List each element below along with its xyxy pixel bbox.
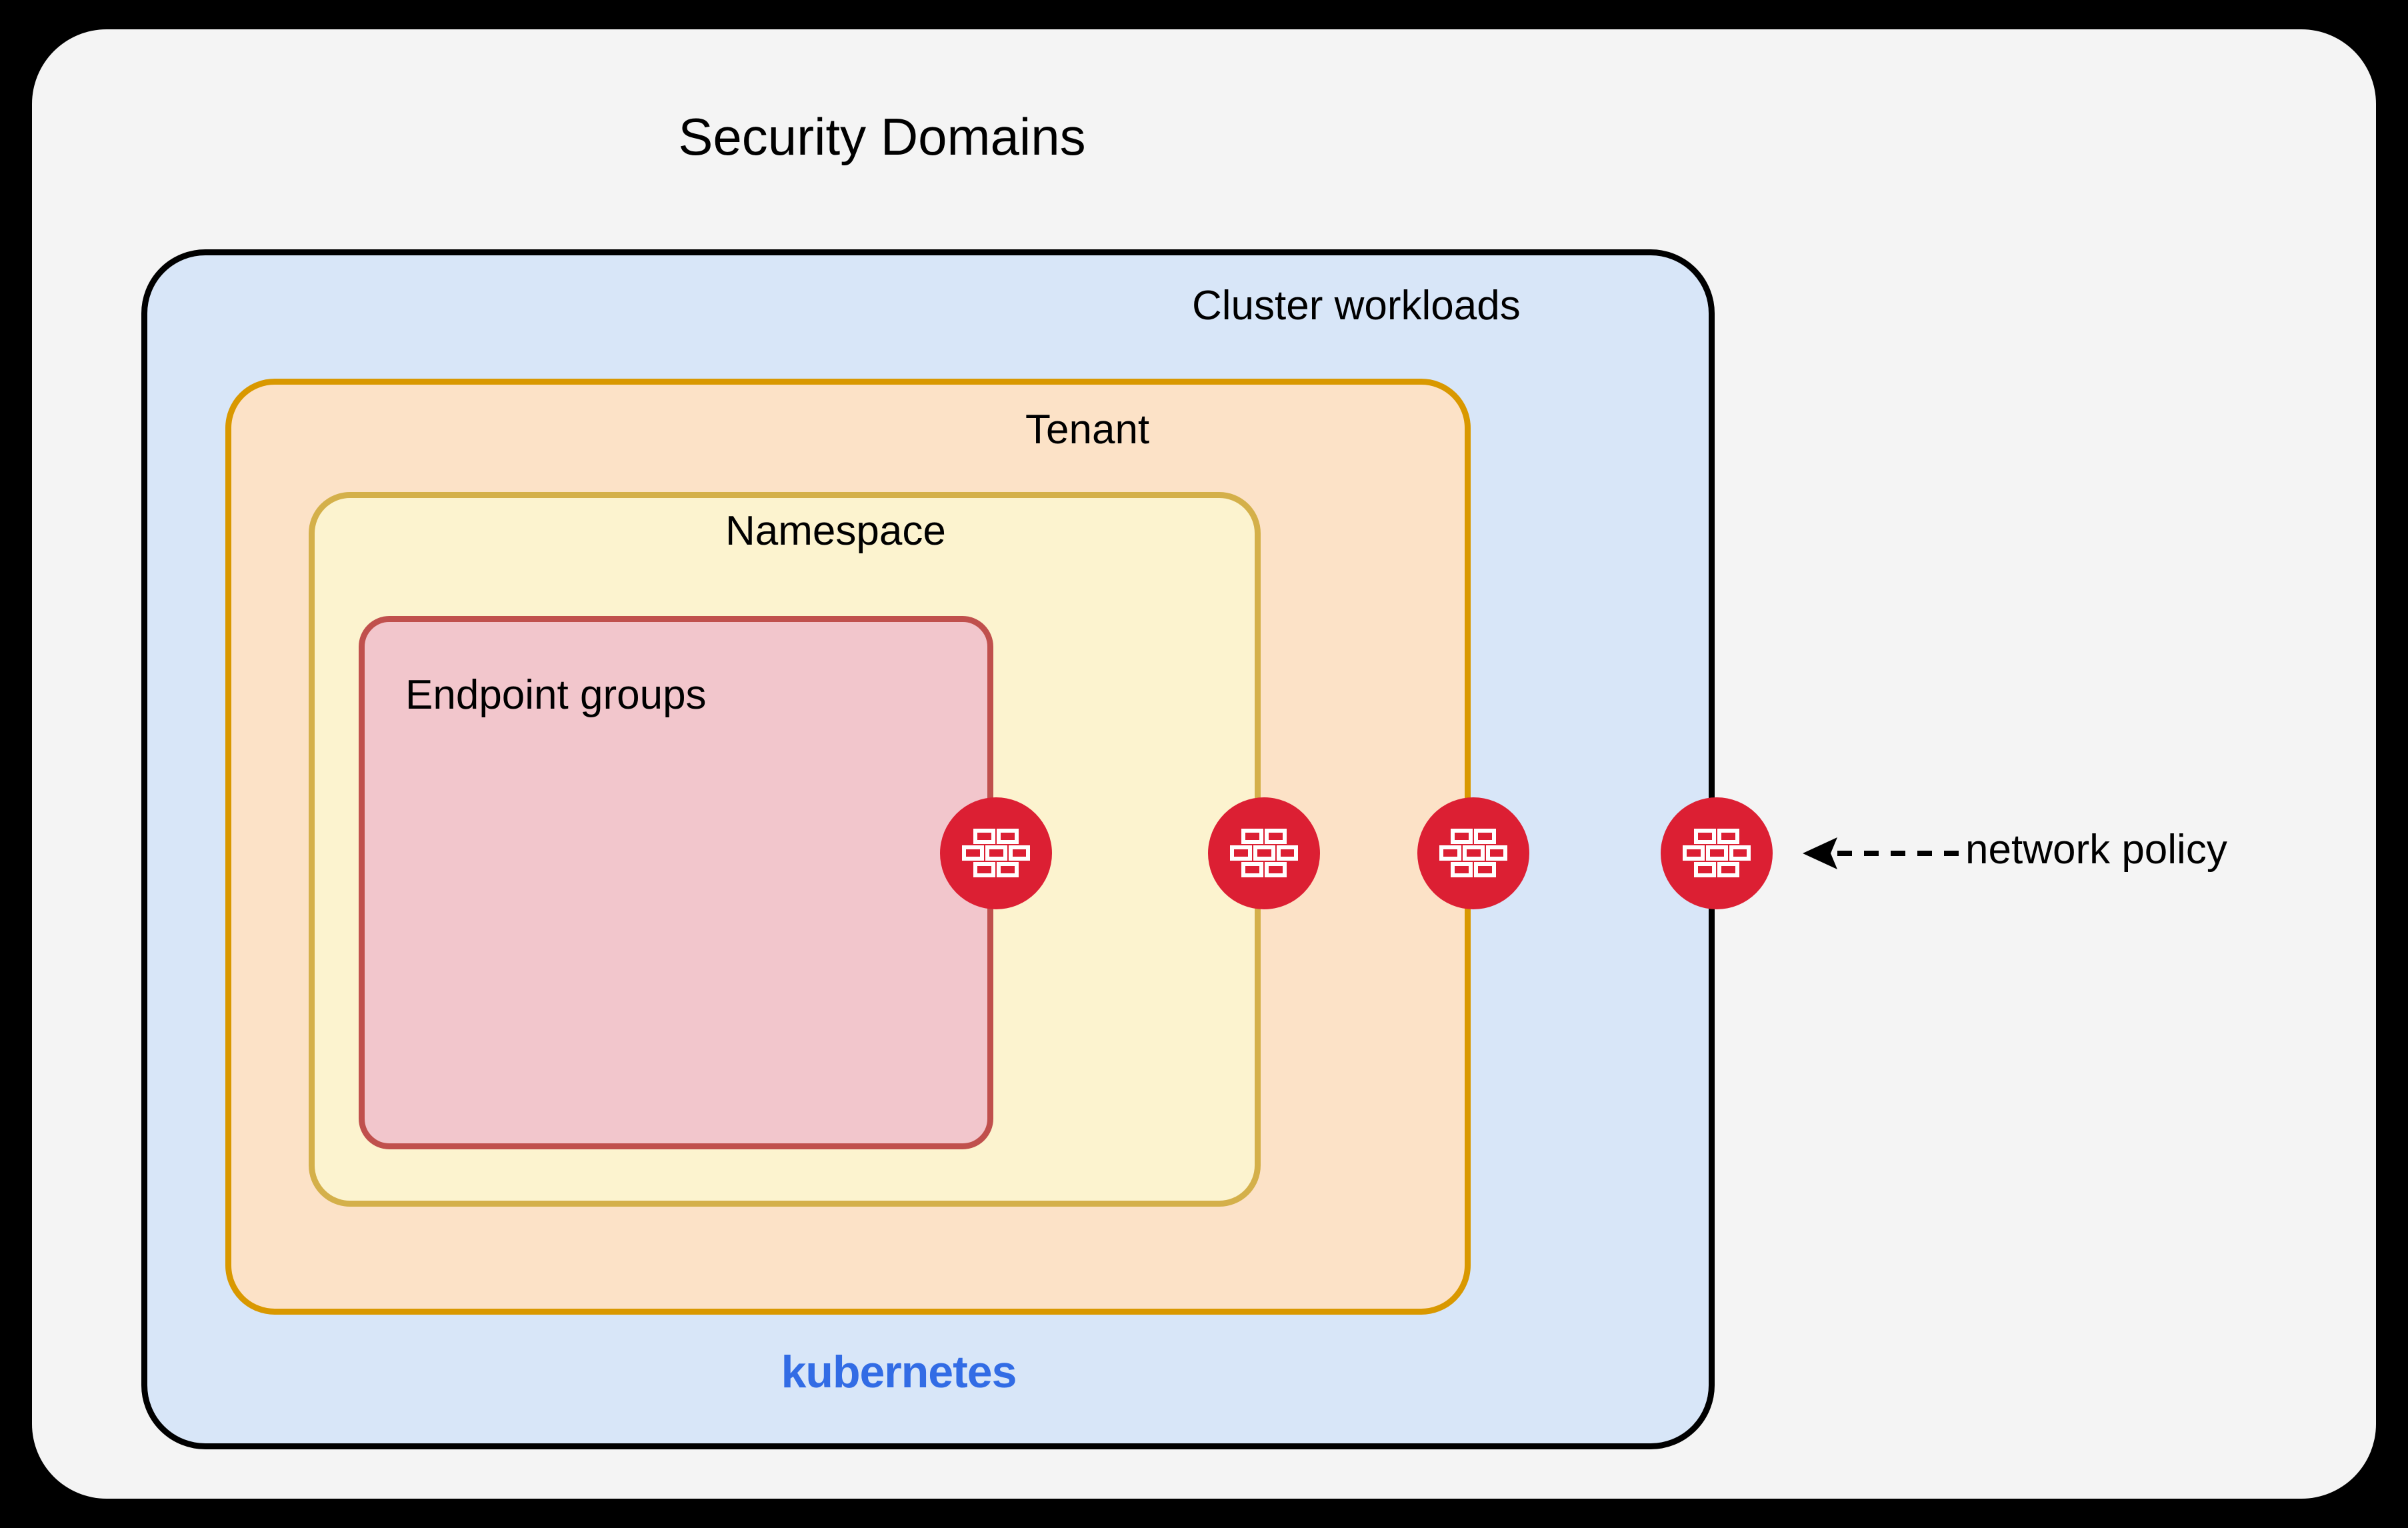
page-title: Security Domains xyxy=(678,107,1086,166)
domain-label-namespace: Namespace xyxy=(725,508,946,554)
network-policy-node-endpoint-groups[interactable] xyxy=(940,797,1052,909)
domain-label-cluster-workloads: Cluster workloads xyxy=(1192,283,1521,329)
network-policy-node-tenant[interactable] xyxy=(1417,797,1529,909)
kubernetes-wordmark: kubernetes xyxy=(781,1347,1017,1397)
domain-label-endpoint-groups: Endpoint groups xyxy=(405,672,707,718)
domain-label-tenant: Tenant xyxy=(1025,407,1150,453)
firewall-icon xyxy=(1439,829,1507,877)
network-policy-arrow-icon xyxy=(1803,837,1959,869)
firewall-icon xyxy=(1230,829,1298,877)
network-policy-node-cluster-workloads[interactable] xyxy=(1661,797,1773,909)
outer-panel: Security Domains Cluster workloads Tenan… xyxy=(32,29,2376,1499)
network-policy-node-namespace[interactable] xyxy=(1208,797,1320,909)
network-policy-annotation-label: network policy xyxy=(1965,827,2227,873)
firewall-icon xyxy=(1683,829,1751,877)
firewall-icon xyxy=(962,829,1030,877)
